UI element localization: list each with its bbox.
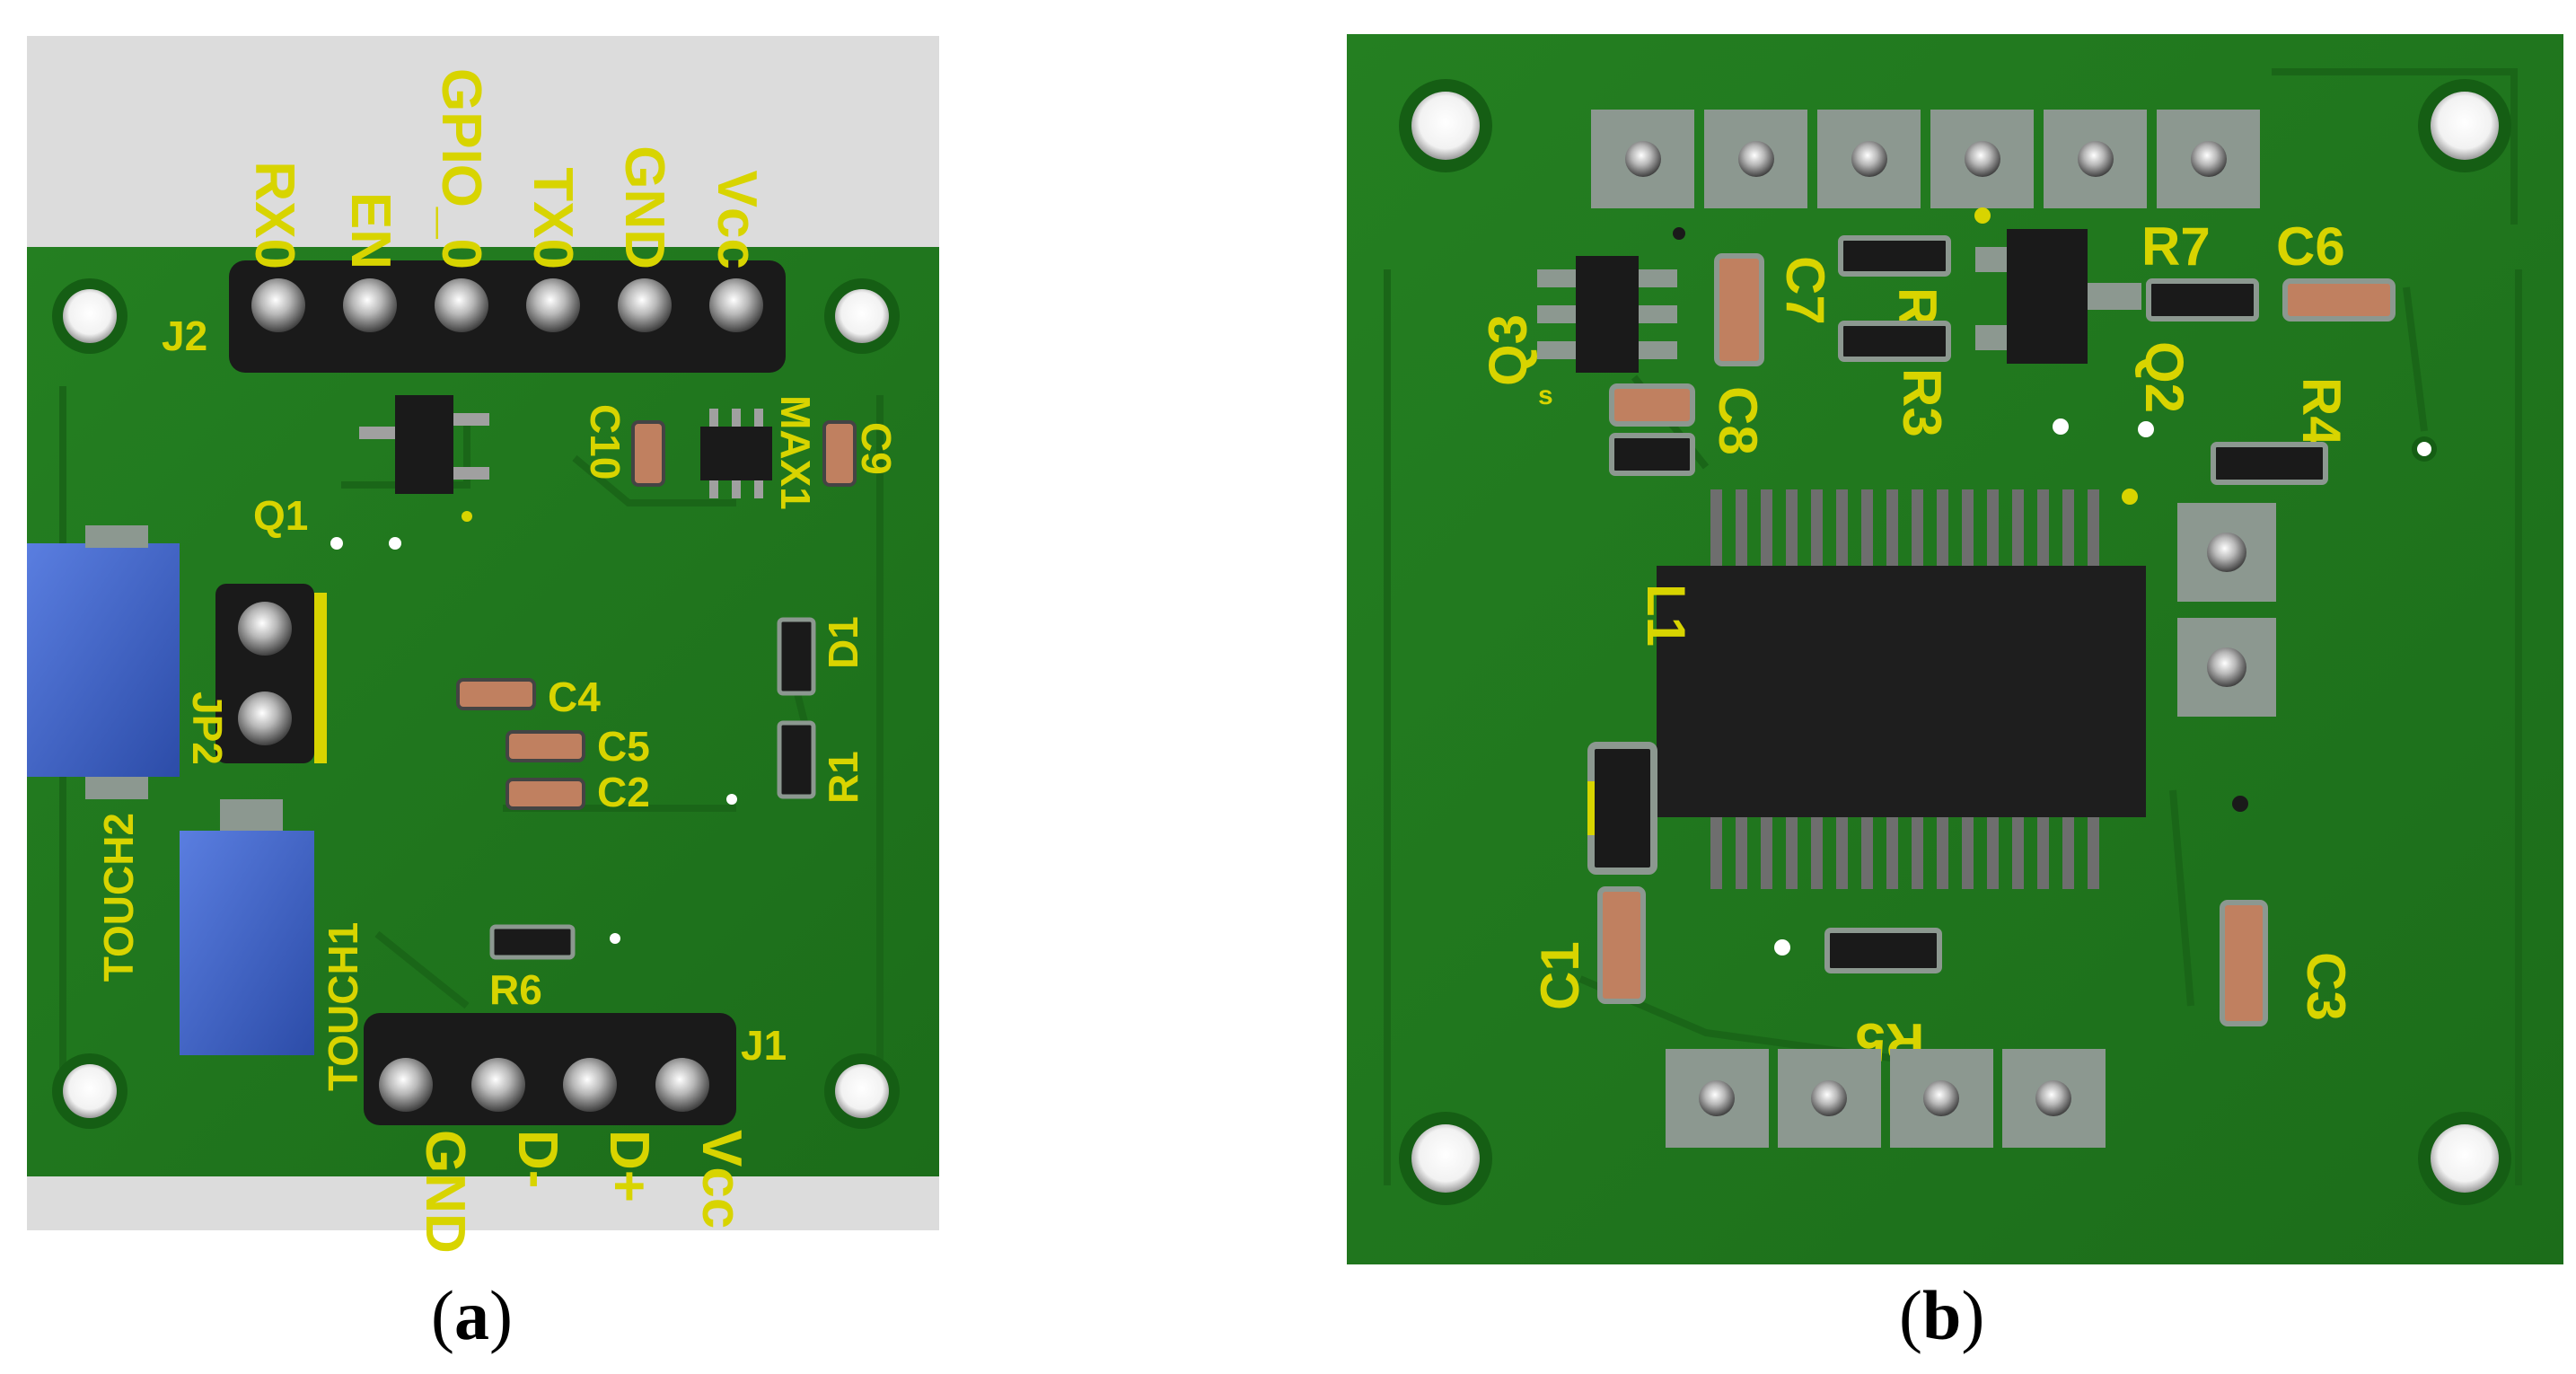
inductor-l1 bbox=[1587, 742, 1657, 875]
caption-a: (a) bbox=[431, 1276, 513, 1354]
label-c1: C1 bbox=[1530, 941, 1590, 1010]
capacitor-c5 bbox=[506, 730, 585, 762]
ic-max1 bbox=[700, 427, 772, 480]
bottom-pad-row bbox=[1666, 1049, 2106, 1148]
diode-d1 bbox=[777, 617, 816, 696]
panel-b: Q3 s C7 R2 R3 Q2 R7 C6 R4 C8 bbox=[1347, 34, 2563, 1264]
label-q1: Q1 bbox=[253, 492, 308, 539]
touch-button-1 bbox=[180, 831, 314, 1055]
label-c10: C10 bbox=[582, 404, 629, 480]
label-j2: J2 bbox=[162, 313, 207, 359]
label-q3: Q3 bbox=[1478, 314, 1538, 386]
header-j1-pins bbox=[379, 1058, 709, 1112]
touch-button-2 bbox=[27, 543, 180, 777]
capacitor-c6 bbox=[2282, 278, 2396, 321]
header-j1-pin-labels: GND D- D+ Vcc bbox=[414, 1130, 752, 1254]
capacitor-c9 bbox=[822, 420, 857, 487]
label-r1: R1 bbox=[820, 751, 866, 804]
pin-label: RX0 bbox=[243, 161, 305, 269]
ic-main bbox=[1657, 566, 2146, 817]
caption-b-letter: b bbox=[1921, 1276, 1962, 1354]
header-j1 bbox=[364, 1013, 736, 1125]
label-d1: D1 bbox=[820, 616, 866, 669]
resistor-r2 bbox=[1838, 235, 1951, 277]
panel-a: RX0 EN GPIO_0 TX0 GND Vcc J2 Q1 C10 MAX1… bbox=[27, 36, 939, 1254]
label-c6: C6 bbox=[2276, 216, 2345, 277]
label-r3: R3 bbox=[1892, 368, 1952, 437]
resistor-r1 bbox=[777, 720, 816, 799]
label-c9: C9 bbox=[853, 422, 900, 475]
resistor-r4 bbox=[2211, 442, 2328, 485]
capacitor-c7 bbox=[1714, 253, 1764, 366]
pin-label: GPIO_0 bbox=[430, 68, 492, 269]
pin-label: TX0 bbox=[522, 167, 584, 269]
label-c3: C3 bbox=[2296, 952, 2356, 1021]
capacitor-c2 bbox=[506, 778, 585, 810]
mount-hole bbox=[2431, 92, 2499, 160]
label-c4: C4 bbox=[548, 674, 601, 720]
resistor-r5 bbox=[1824, 928, 1942, 973]
resistor-c8b bbox=[1609, 433, 1695, 476]
capacitor-c1 bbox=[1597, 886, 1646, 1004]
caption-a-letter: a bbox=[453, 1276, 489, 1354]
capacitor-c4 bbox=[456, 678, 536, 710]
header-j2-pin-labels: RX0 EN GPIO_0 TX0 GND Vcc bbox=[243, 68, 768, 269]
header-j2 bbox=[229, 260, 786, 373]
label-q2: Q2 bbox=[2134, 341, 2194, 413]
label-r7: R7 bbox=[2141, 216, 2211, 277]
mount-hole bbox=[1411, 1124, 1480, 1193]
transistor-q3 bbox=[1576, 256, 1639, 373]
capacitor-c10 bbox=[631, 420, 665, 487]
resistor-r6 bbox=[489, 924, 576, 960]
top-pad-row bbox=[1591, 110, 2260, 208]
label-j1: J1 bbox=[741, 1022, 787, 1069]
pin-label: GND bbox=[414, 1130, 476, 1254]
mount-hole bbox=[835, 289, 889, 343]
label-c5: C5 bbox=[597, 723, 650, 770]
label-r4: R4 bbox=[2291, 377, 2352, 446]
mount-hole bbox=[1411, 92, 1480, 160]
label-l1: L1 bbox=[1636, 584, 1696, 647]
ic-pins-top bbox=[1710, 489, 2099, 566]
pin-label: Vcc bbox=[690, 1130, 752, 1229]
label-c8: C8 bbox=[1708, 386, 1768, 455]
label-c7: C7 bbox=[1775, 256, 1835, 325]
pin-label: GND bbox=[613, 145, 675, 269]
resistor-r3 bbox=[1838, 321, 1951, 362]
capacitor-c8 bbox=[1609, 383, 1695, 427]
label-touch2: TOUCH2 bbox=[95, 813, 142, 982]
transistor-q1 bbox=[395, 395, 453, 494]
label-touch1: TOUCH1 bbox=[320, 922, 366, 1091]
label-r6: R6 bbox=[489, 966, 542, 1013]
pin-label: D- bbox=[506, 1130, 568, 1188]
label-jp2: JP2 bbox=[184, 691, 231, 765]
mount-hole bbox=[63, 289, 117, 343]
pin-label: EN bbox=[339, 192, 401, 269]
resistor-r7 bbox=[2146, 278, 2259, 321]
mount-hole bbox=[2431, 1124, 2499, 1193]
transistor-q2 bbox=[2007, 229, 2088, 364]
label-c2: C2 bbox=[597, 769, 650, 815]
header-j2-pins bbox=[251, 278, 763, 332]
ic-pins-bottom bbox=[1710, 813, 2099, 889]
label-max1: MAX1 bbox=[772, 395, 819, 510]
mount-hole bbox=[835, 1064, 889, 1118]
caption-b: (b) bbox=[1899, 1276, 1985, 1354]
pin-label: D+ bbox=[598, 1130, 660, 1202]
pin-label: Vcc bbox=[706, 171, 768, 269]
capacitor-c3 bbox=[2220, 900, 2268, 1026]
label-s: s bbox=[1538, 381, 1553, 410]
mount-hole bbox=[63, 1064, 117, 1118]
